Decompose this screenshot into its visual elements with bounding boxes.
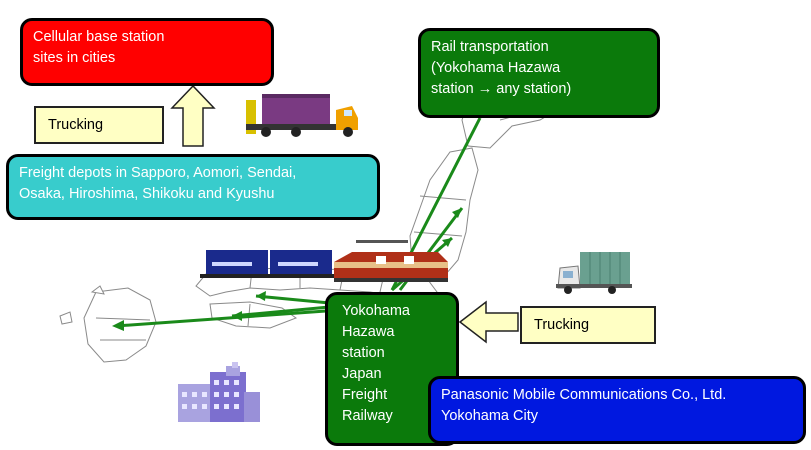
small-truck-icon (556, 252, 632, 294)
office-building-icon (178, 362, 260, 422)
hazawa-line-1: Yokohama (342, 303, 410, 319)
container-truck-icon (246, 94, 358, 137)
depots-line-1: Freight depots in Sapporo, Aomori, Senda… (19, 165, 297, 181)
hazawa-line-3: station (342, 345, 385, 361)
hazawa-line-4: Japan (342, 366, 382, 382)
hazawa-line-6: Railway (342, 408, 393, 424)
hazawa-line-5: Freight (342, 387, 388, 403)
freight-depots-box: Freight depots in Sapporo, Aomori, Senda… (6, 154, 380, 220)
panasonic-box: Panasonic Mobile Communications Co., Ltd… (428, 376, 806, 444)
freight-train-icon (200, 240, 448, 282)
cellular-sites-box: Cellular base station sites in cities (20, 18, 274, 86)
rail-line-1: Rail transportation (431, 39, 549, 55)
depots-line-2: Osaka, Hiroshima, Shikoku and Kyushu (19, 186, 275, 202)
up-arrow-icon (170, 84, 216, 147)
trucking-label-top: Trucking (34, 106, 164, 144)
rail-line-2: (Yokohama Hazawa (431, 60, 561, 76)
panasonic-line-2: Yokohama City (441, 408, 538, 424)
trucking-top-text: Trucking (48, 117, 104, 133)
route-arrowheads (112, 208, 462, 331)
panasonic-line-1: Panasonic Mobile Communications Co., Ltd… (441, 387, 727, 403)
trucking-right-text: Trucking (534, 317, 590, 333)
left-arrow-icon (458, 300, 519, 344)
hazawa-line-2: Hazawa (342, 324, 395, 340)
rail-line-3: station → any station) (431, 81, 572, 97)
rail-transportation-box: Rail transportation (Yokohama Hazawa sta… (418, 28, 660, 118)
cellular-line-2: sites in cities (33, 50, 116, 66)
cellular-line-1: Cellular base station (33, 29, 165, 45)
trucking-label-right: Trucking (520, 306, 656, 344)
